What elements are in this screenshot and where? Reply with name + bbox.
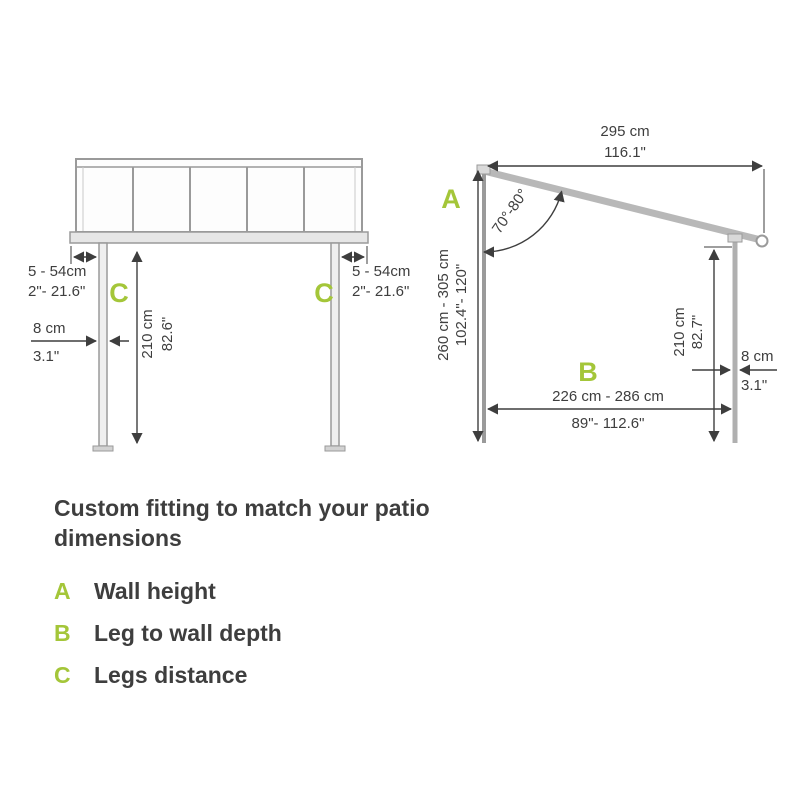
legend-label-b: Leg to wall depth: [94, 619, 282, 646]
side-roof-angle: 70°-80°: [489, 186, 532, 237]
roof-panel: [75, 158, 363, 233]
side-leg-height-in: 82.7": [689, 315, 706, 350]
front-leg-width-cm: 8 cm: [33, 320, 66, 337]
side-wall-height-in: 102.4"- 120": [453, 264, 470, 346]
legend-label-c: Legs distance: [94, 661, 248, 688]
legend-title: Custom fitting to match your patio dimen…: [54, 493, 674, 554]
front-beam: [69, 231, 369, 244]
front-right-foot: [324, 445, 346, 452]
side-label-b: B: [578, 357, 598, 387]
legend-title-line2: dimensions: [54, 525, 182, 552]
legend-key-b: B: [54, 619, 71, 646]
legend-key-a: A: [54, 577, 71, 604]
front-leg-height-in: 82.6": [159, 317, 176, 352]
side-wall-height-cm: 260 cm - 305 cm: [435, 249, 452, 361]
front-left-offset-cm: 5 - 54cm: [28, 263, 86, 280]
side-roof-beam: [480, 167, 761, 243]
front-right-offset-in: 2"- 21.6": [352, 283, 409, 300]
side-leg-height-cm: 210 cm: [671, 307, 688, 356]
legend: Custom fitting to match your patio dimen…: [0, 475, 800, 689]
front-right-leg: [330, 242, 340, 447]
side-depth-cm: 226 cm - 286 cm: [552, 388, 664, 405]
front-right-offset-cm: 5 - 54cm: [352, 263, 410, 280]
front-leg-width-in: 3.1": [33, 348, 59, 365]
patio-dimension-diagram: 5 - 54cm 2"- 21.6" 5 - 54cm 2"- 21.6" C …: [28, 123, 777, 452]
front-left-foot: [92, 445, 114, 452]
front-view-dimension-lines: [31, 246, 368, 445]
legend-item-c: C Legs distance: [54, 662, 800, 689]
front-left-offset-in: 2"- 21.6": [28, 283, 85, 300]
side-roof-length-cm: 295 cm: [600, 123, 649, 140]
side-depth-in: 89"- 112.6": [572, 415, 645, 432]
legend-label-a: Wall height: [94, 577, 216, 604]
side-roof-length-in: 116.1": [604, 144, 646, 161]
front-label-c-right: C: [314, 278, 334, 308]
front-label-c-left: C: [109, 278, 129, 308]
front-view-structure: [69, 158, 369, 452]
side-gutter-end: [755, 234, 769, 248]
legend-title-line1: Custom fitting to match your patio: [54, 495, 430, 521]
side-view-dimension-lines: [472, 160, 777, 443]
legend-item-a: A Wall height: [54, 578, 800, 605]
side-leg-width-cm: 8 cm: [741, 348, 774, 365]
front-left-leg: [98, 242, 108, 447]
side-label-a: A: [441, 184, 461, 214]
front-leg-height-cm: 210 cm: [139, 309, 156, 358]
legend-item-b: B Leg to wall depth: [54, 620, 800, 647]
legend-key-c: C: [54, 661, 71, 688]
side-leg-width-in: 3.1": [741, 377, 767, 394]
side-leg-bracket: [727, 233, 743, 243]
diagram-svg: 5 - 54cm 2"- 21.6" 5 - 54cm 2"- 21.6" C …: [28, 123, 777, 452]
